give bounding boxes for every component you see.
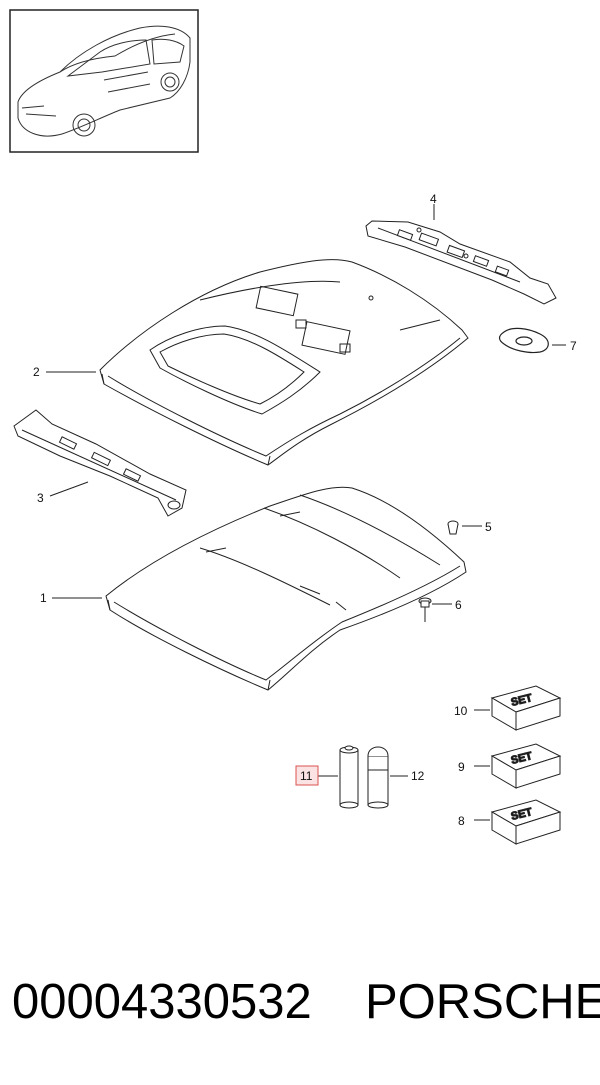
callout-7[interactable]: 7 <box>570 339 577 353</box>
part-12-cylinder <box>367 746 389 809</box>
car-thumbnail <box>9 9 199 153</box>
callout-5[interactable]: 5 <box>485 520 492 534</box>
callout-1[interactable]: 1 <box>40 591 47 605</box>
callout-6[interactable]: 6 <box>455 598 462 612</box>
part-4-crossmember <box>365 220 557 305</box>
callout-3[interactable]: 3 <box>37 491 44 505</box>
set-label-9: SET <box>510 750 534 767</box>
set-box-8: SET <box>490 799 562 845</box>
set-box-9: SET <box>490 743 562 789</box>
part-3-front-crossmember <box>13 409 187 517</box>
callout-11[interactable]: 11 <box>300 769 313 783</box>
part-5-clip <box>447 520 459 535</box>
leader-lines <box>46 204 566 821</box>
callout-8[interactable]: 8 <box>458 814 465 828</box>
part-7-gasket <box>498 327 549 354</box>
set-label-8: SET <box>510 806 534 823</box>
callout-10[interactable]: 10 <box>454 704 468 718</box>
callout-12[interactable]: 12 <box>411 769 425 783</box>
part-number: 00004330532 <box>12 975 312 1029</box>
part-2-sunroof-panel <box>99 259 469 466</box>
set-box-10: SET <box>490 685 562 731</box>
callout-labels: 1 2 3 4 5 6 7 8 9 10 11 12 <box>33 192 577 828</box>
brand-name: PORSCHE <box>365 975 600 1029</box>
callout-9[interactable]: 9 <box>458 760 465 774</box>
part-6-bolt <box>418 597 432 622</box>
set-label-10: SET <box>510 692 534 709</box>
callout-4[interactable]: 4 <box>430 192 437 206</box>
callout-2[interactable]: 2 <box>33 365 40 379</box>
part-1-roof-panel <box>105 486 467 691</box>
callout-11-highlight <box>295 765 319 786</box>
part-11-cylinder <box>339 745 359 809</box>
